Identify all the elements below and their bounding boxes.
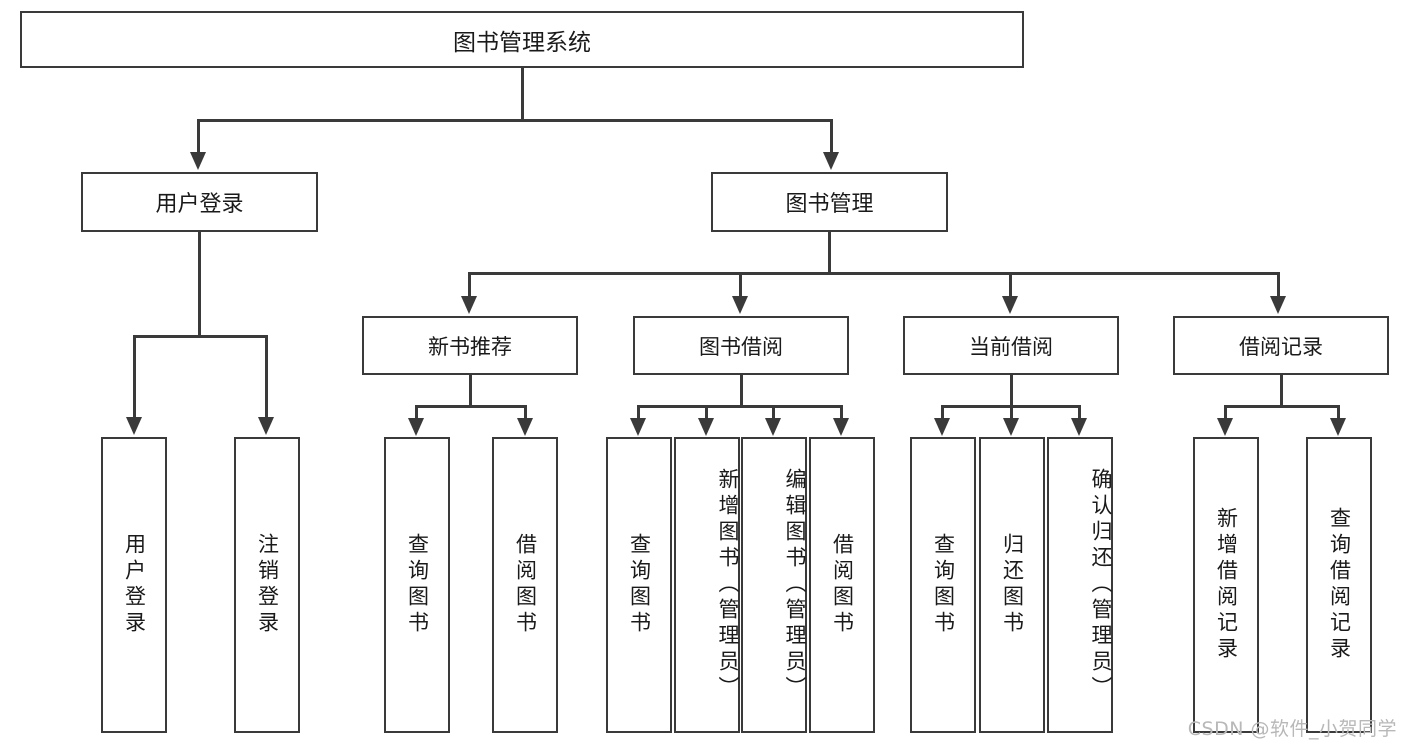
- leaf-currentborrow-confirm-return-admin[interactable]: 确认归还（管理员）: [1047, 437, 1113, 733]
- leaf-logout[interactable]: 注销登录: [234, 437, 300, 733]
- node-label: 查询图书: [405, 533, 430, 637]
- connector-bookborrow-drop-2: [705, 405, 708, 419]
- leaf-newbook-query-book[interactable]: 查询图书: [384, 437, 450, 733]
- connector-bookborrow-bus: [637, 405, 843, 408]
- connector-currentborrow-drop-3: [1078, 405, 1081, 419]
- arrow-to-currentborrow-leaf-2: [1003, 418, 1019, 436]
- connector-borrowrecord-bus: [1224, 405, 1340, 408]
- arrow-to-borrow-record: [1270, 296, 1286, 314]
- arrow-to-book-borrow: [732, 296, 748, 314]
- node-label: 查询图书: [627, 533, 652, 637]
- node-label: 新增借阅记录: [1214, 507, 1239, 663]
- connector-currentborrow-drop-1: [941, 405, 944, 419]
- connector-bookborrow-drop-4: [840, 405, 843, 419]
- arrow-to-bookborrow-leaf-3: [765, 418, 781, 436]
- node-label: 借阅图书: [513, 533, 538, 637]
- arrow-to-borrowrecord-leaf-1: [1217, 418, 1233, 436]
- node-root-system[interactable]: 图书管理系统: [20, 11, 1024, 68]
- node-label: 借阅记录: [1239, 334, 1323, 359]
- connector-root-bus: [197, 119, 833, 122]
- connector-borrowrecord-drop-1: [1224, 405, 1227, 419]
- node-book-borrow[interactable]: 图书借阅: [633, 316, 849, 375]
- leaf-bookborrow-query-book[interactable]: 查询图书: [606, 437, 672, 733]
- connector-bookmanage-drop-2: [739, 272, 742, 297]
- node-label: 图书管理系统: [453, 29, 591, 56]
- leaf-borrowrecord-add-record[interactable]: 新增借阅记录: [1193, 437, 1259, 733]
- connector-bookmanage-bus: [468, 272, 1280, 275]
- node-label: 查询图书: [931, 533, 956, 637]
- leaf-currentborrow-return-book[interactable]: 归还图书: [979, 437, 1045, 733]
- connector-borrowrecord-stem: [1280, 375, 1283, 406]
- leaf-user-login[interactable]: 用户登录: [101, 437, 167, 733]
- connector-root-drop-right: [830, 119, 833, 153]
- connector-root-stem: [521, 68, 524, 119]
- node-label: 注销登录: [255, 533, 280, 637]
- connector-bookmanage-stem: [828, 232, 831, 273]
- connector-borrowrecord-drop-2: [1337, 405, 1340, 419]
- connector-userlogin-bus: [133, 335, 268, 338]
- connector-bookmanage-drop-3: [1009, 272, 1012, 297]
- arrow-to-book-manage: [823, 152, 839, 170]
- leaf-currentborrow-query-book[interactable]: 查询图书: [910, 437, 976, 733]
- node-label: 借阅图书: [830, 533, 855, 637]
- connector-userlogin-stem: [198, 232, 201, 335]
- arrow-to-bookborrow-leaf-1: [630, 418, 646, 436]
- node-label: 用户登录: [122, 533, 147, 637]
- arrow-to-newbook-leaf-2: [517, 418, 533, 436]
- connector-newbook-stem: [469, 375, 472, 406]
- connector-newbook-drop-2: [524, 405, 527, 419]
- leaf-bookborrow-edit-book-admin[interactable]: 编辑图书（管理员）: [741, 437, 807, 733]
- node-label: 图书管理: [785, 192, 874, 217]
- connector-currentborrow-stem: [1010, 375, 1013, 406]
- connector-bookborrow-stem: [740, 375, 743, 406]
- node-current-borrow[interactable]: 当前借阅: [903, 316, 1119, 375]
- leaf-bookborrow-borrow-book[interactable]: 借阅图书: [809, 437, 875, 733]
- connector-newbook-bus: [415, 405, 527, 408]
- connector-bookborrow-drop-3: [772, 405, 775, 419]
- arrow-to-borrowrecord-leaf-2: [1330, 418, 1346, 436]
- arrow-to-leaf-user-login: [126, 417, 142, 435]
- leaf-borrowrecord-query-record[interactable]: 查询借阅记录: [1306, 437, 1372, 733]
- arrow-to-current-borrow: [1002, 296, 1018, 314]
- node-label: 当前借阅: [969, 334, 1053, 359]
- leaf-newbook-borrow-book[interactable]: 借阅图书: [492, 437, 558, 733]
- node-book-manage[interactable]: 图书管理: [711, 172, 948, 232]
- node-label: 编辑图书（管理员）: [783, 468, 807, 702]
- node-new-book-recommend[interactable]: 新书推荐: [362, 316, 578, 375]
- connector-userlogin-drop-1: [133, 335, 136, 418]
- node-label: 确认归还（管理员）: [1089, 468, 1113, 702]
- connector-currentborrow-drop-2: [1010, 405, 1013, 419]
- arrow-to-bookborrow-leaf-2: [698, 418, 714, 436]
- connector-newbook-drop-1: [415, 405, 418, 419]
- node-user-login[interactable]: 用户登录: [81, 172, 318, 232]
- node-label: 新书推荐: [428, 334, 512, 359]
- node-label: 用户登录: [155, 192, 244, 217]
- connector-bookmanage-drop-1: [468, 272, 471, 297]
- arrow-to-bookborrow-leaf-4: [833, 418, 849, 436]
- arrow-to-user-login: [190, 152, 206, 170]
- arrow-to-newbook-leaf-1: [408, 418, 424, 436]
- node-label: 归还图书: [1000, 533, 1025, 637]
- connector-userlogin-drop-2: [265, 335, 268, 418]
- connector-bookmanage-drop-4: [1277, 272, 1280, 297]
- node-borrow-record[interactable]: 借阅记录: [1173, 316, 1389, 375]
- leaf-bookborrow-add-book-admin[interactable]: 新增图书（管理员）: [674, 437, 740, 733]
- connector-root-drop-left: [197, 119, 200, 153]
- arrow-to-currentborrow-leaf-3: [1071, 418, 1087, 436]
- arrow-to-new-book: [461, 296, 477, 314]
- node-label: 查询借阅记录: [1327, 507, 1352, 663]
- node-label: 新增图书（管理员）: [716, 468, 740, 702]
- node-label: 图书借阅: [699, 334, 783, 359]
- arrow-to-leaf-logout: [258, 417, 274, 435]
- arrow-to-currentborrow-leaf-1: [934, 418, 950, 436]
- connector-bookborrow-drop-1: [637, 405, 640, 419]
